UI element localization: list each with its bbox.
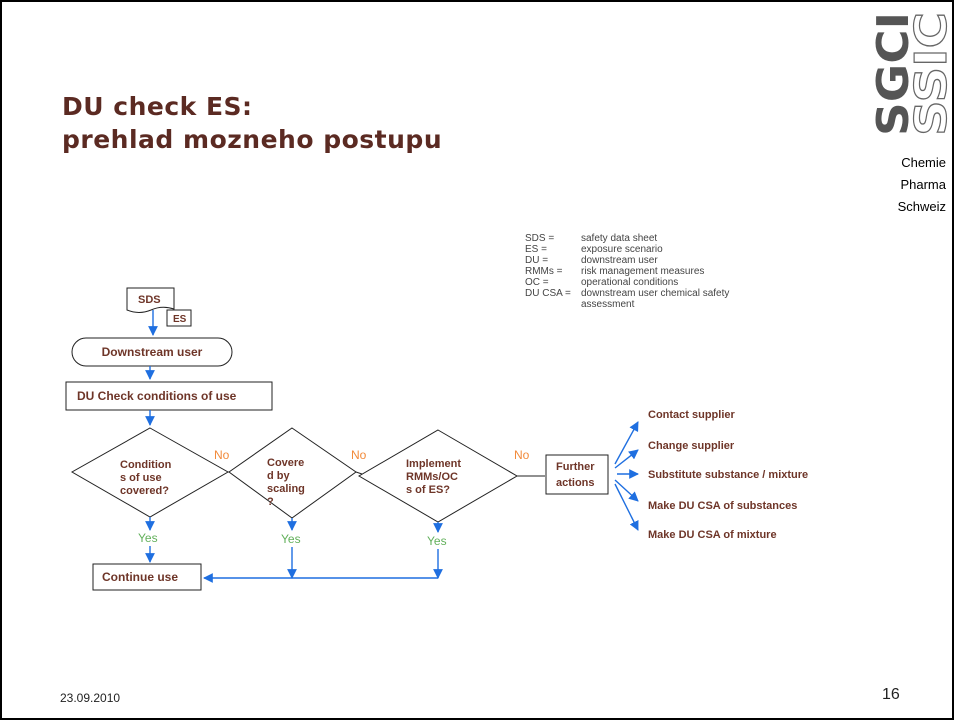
legend-row: DU CSA = downstream user chemical safety [525, 288, 729, 299]
sds-document: SDS [126, 287, 175, 313]
logo-text-top: SGCI [870, 12, 919, 136]
yes-label-1: Yes [138, 531, 158, 545]
action-contact-supplier: Contact supplier [648, 409, 736, 421]
legend-abbr: RMMs = [525, 266, 563, 277]
arrow-to-du-csa-mixture [614, 483, 639, 531]
decision-covered-by-scaling: Covere d by scaling ? [228, 427, 357, 519]
check-conditions-node: DU Check conditions of use [65, 381, 273, 411]
yes-label-3: Yes [427, 534, 447, 548]
arrow-to-contact-supplier [614, 421, 639, 465]
es-label: ES [173, 314, 187, 325]
decision-implement-rmms: Implement RMMs/OC s of ES? [358, 429, 518, 523]
decision2-line3: scaling [267, 483, 305, 495]
no-label-1: No [214, 448, 230, 462]
decision2-line4: ? [267, 496, 274, 508]
tagline: Chemie Pharma Schweiz [898, 152, 946, 218]
legend-abbr: DU CSA = [525, 288, 571, 299]
legend-row: OC = operational conditions [525, 277, 729, 288]
legend-row: RMMs = risk management measures [525, 266, 729, 277]
check-conditions-label: DU Check conditions of use [77, 389, 237, 403]
connector-d2-d3 [355, 471, 363, 475]
legend-abbr: ES = [525, 244, 547, 255]
tagline-schweiz: Schweiz [897, 199, 946, 214]
legend-abbr: DU = [525, 255, 549, 266]
continue-use-node: Continue use [92, 563, 202, 591]
further-actions-line1: Further [556, 461, 595, 473]
action-du-csa-mixture: Make DU CSA of mixture [648, 529, 777, 541]
legend-row: ES = exposure scenario [525, 244, 729, 255]
legend-definition: exposure scenario [581, 244, 663, 255]
arrow-to-du-csa-substances [614, 479, 639, 502]
decision3-line3: s of ES? [406, 484, 450, 496]
legend-definition: safety data sheet [581, 233, 658, 244]
decision2-line2: d by [267, 470, 290, 482]
legend-row: SDS = safety data sheet [525, 233, 729, 244]
tagline-chemie: Chemie [901, 155, 946, 170]
further-actions-node: Further actions [545, 454, 609, 495]
title-line-2: prehlad mozneho postupu [62, 125, 443, 154]
slide-title: DU check ES: prehlad mozneho postupu [62, 90, 442, 156]
tagline-pharma: Pharma [900, 177, 946, 192]
footer-date: 23.09.2010 [60, 691, 121, 705]
decision1-line1: Condition [120, 459, 172, 471]
decision3-line1: Implement [406, 458, 461, 470]
decision1-line3: covered? [120, 485, 169, 497]
no-label-3: No [514, 448, 530, 462]
legend-definition: operational conditions [581, 277, 679, 288]
legend-definition: downstream user [581, 255, 658, 266]
decision-conditions-covered: Condition s of use covered? [70, 427, 230, 518]
downstream-user-label: Downstream user [102, 345, 203, 359]
decision1-line2: s of use [120, 472, 162, 484]
title-line-1: DU check ES: [62, 92, 253, 121]
further-actions-line2: actions [556, 477, 595, 489]
continue-use-label: Continue use [102, 570, 178, 584]
page-number: 16 [882, 686, 900, 703]
es-box: ES [166, 309, 192, 327]
legend-row: DU = downstream user [525, 255, 729, 266]
legend-definition: downstream user chemical safety [581, 288, 730, 299]
decision3-line2: RMMs/OC [406, 471, 458, 483]
action-substitute: Substitute substance / mixture [648, 469, 808, 481]
legend-definition: risk management measures [581, 266, 705, 277]
action-change-supplier: Change supplier [648, 440, 735, 452]
sgci-ssic-logo: SGCI SSIC [870, 11, 950, 136]
logo-text-bottom: SSIC [906, 12, 950, 136]
arrow-to-change-supplier [614, 449, 639, 469]
legend-abbr: OC = [525, 277, 549, 288]
legend-abbr: SDS = [525, 233, 555, 244]
action-du-csa-substances: Make DU CSA of substances [648, 500, 797, 512]
abbreviation-legend: SDS = safety data sheet ES = exposure sc… [525, 233, 729, 310]
sds-label: SDS [138, 294, 161, 306]
yes-label-2: Yes [281, 532, 301, 546]
downstream-user-node: Downstream user [71, 337, 233, 367]
legend-continuation: assessment [581, 299, 635, 310]
no-label-2: No [351, 448, 367, 462]
decision2-line1: Covere [267, 457, 304, 469]
